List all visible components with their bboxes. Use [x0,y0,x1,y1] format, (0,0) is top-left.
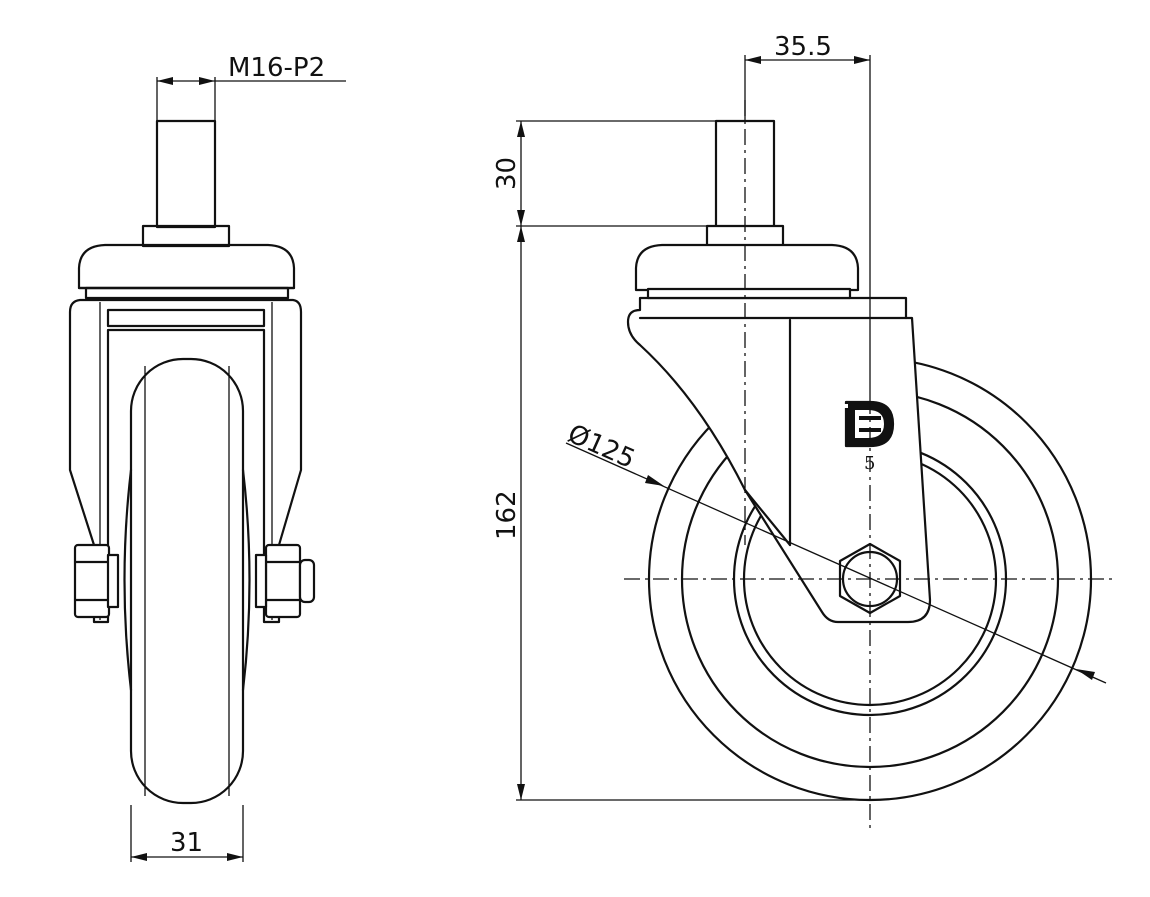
width-dimension: 31 [130,805,244,862]
offset-dimension: 35.5 [744,32,871,398]
thread-label: M16-P2 [228,53,325,83]
side-view: 5 35.5 30 162 [492,32,1116,830]
side-fork [626,296,932,624]
width-label: 31 [170,828,203,858]
front-right-nut [254,543,316,619]
front-bearing-ring [84,286,290,300]
front-wheel [129,357,245,805]
stem-label: 30 [492,157,522,190]
front-dome-cap [77,243,296,290]
thread-dimension: M16-P2 [156,53,346,121]
height-dimension: 162 [492,226,870,801]
stem-dimension: 30 [492,120,716,227]
front-view: M16-P2 31 [68,53,346,862]
diameter-label: Ø125 [563,419,639,475]
side-dome-cap [634,243,860,292]
front-left-nut [73,543,120,619]
front-collar [141,224,231,248]
front-fork [68,298,303,624]
height-label: 162 [492,490,522,540]
side-bearing-ring [646,287,852,300]
offset-label: 35.5 [774,32,832,62]
front-stem [155,119,217,229]
